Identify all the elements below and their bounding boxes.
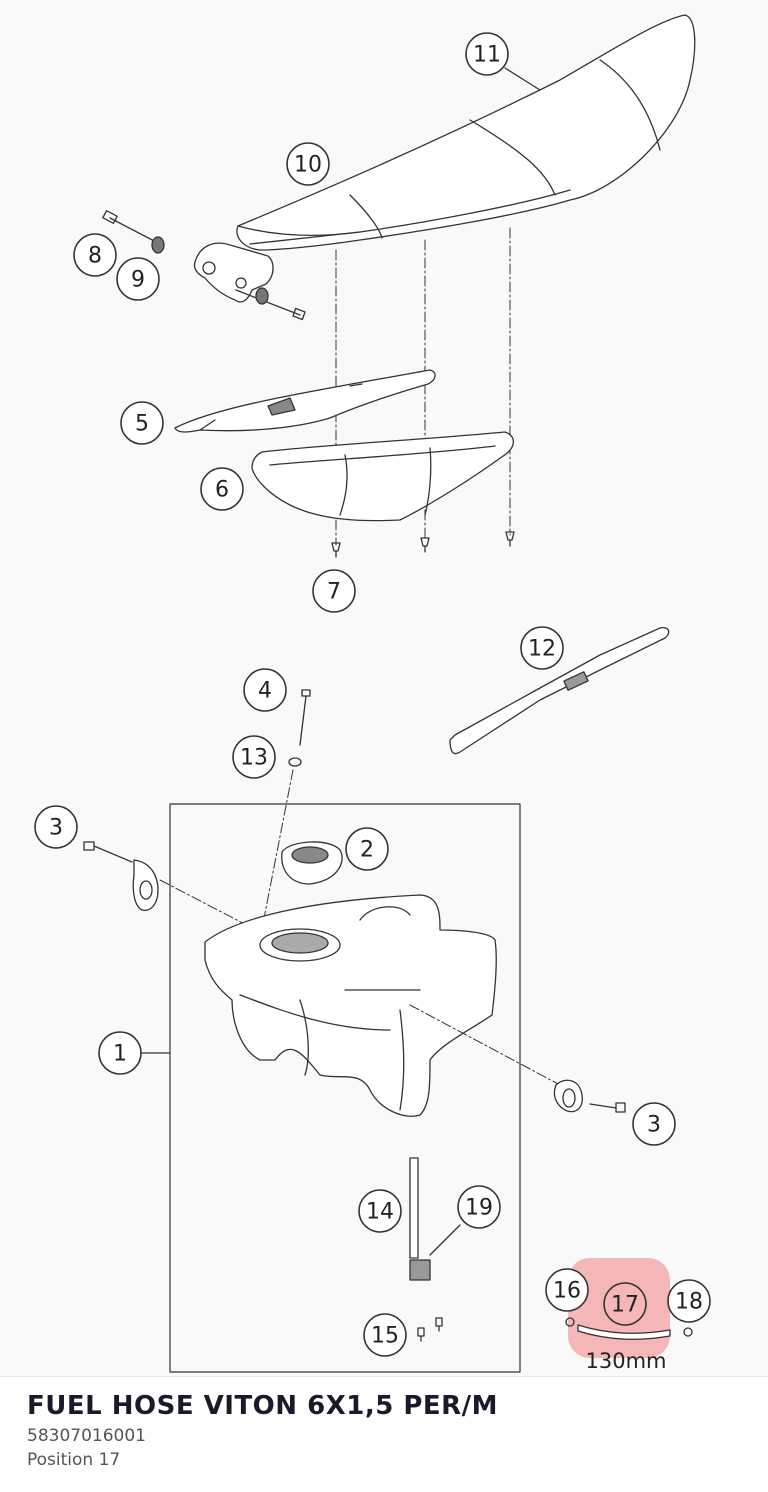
callout-5[interactable] (120, 401, 164, 445)
label-10: 10 (294, 153, 322, 178)
label-16: 16 (553, 1279, 581, 1304)
bracket-part-5[interactable] (174, 369, 436, 433)
label-3a: 3 (49, 816, 63, 841)
part-position: Position 17 (27, 1450, 121, 1470)
part-info-panel: FUEL HOSE VITON 6X1,5 PER/M 58307016001 … (0, 1376, 768, 1492)
label-2: 2 (360, 838, 374, 863)
mount-screw-part-3-right[interactable] (409, 1004, 626, 1113)
label-3b: 3 (647, 1113, 661, 1138)
callout-1[interactable] (98, 1031, 142, 1075)
label-7: 7 (327, 580, 341, 605)
callout-2[interactable] (345, 827, 389, 871)
callout-8[interactable] (73, 233, 117, 277)
seat-bracket-part[interactable] (102, 210, 306, 321)
callout-3a[interactable] (34, 805, 78, 849)
label-11: 11 (473, 43, 501, 68)
callout-13[interactable] (232, 735, 276, 779)
label-17: 17 (611, 1293, 639, 1318)
callout-7[interactable] (312, 569, 356, 613)
screws-part-7[interactable] (331, 531, 515, 558)
label-13: 13 (240, 746, 268, 771)
breather-hose-part-12[interactable] (449, 626, 670, 755)
label-19: 19 (465, 1196, 493, 1221)
callout-6[interactable] (200, 467, 244, 511)
mount-screw-part-3-left[interactable] (83, 841, 261, 933)
label-5: 5 (135, 412, 149, 437)
label-15: 15 (371, 1324, 399, 1349)
callout-17[interactable] (603, 1282, 647, 1326)
callout-9[interactable] (116, 257, 160, 301)
callout-10[interactable] (286, 142, 330, 186)
callout-labels: 1 2 3 3 4 5 6 7 8 9 10 11 12 13 14 15 16… (49, 43, 703, 1349)
exploded-parts-diagram: 1 2 3 3 4 5 6 7 8 9 10 11 12 13 14 15 16… (34, 14, 711, 1373)
cover-part-6[interactable] (251, 431, 515, 522)
label-9: 9 (131, 268, 145, 293)
callouts (34, 32, 711, 1357)
callout-16[interactable] (545, 1268, 589, 1312)
callout-15[interactable] (363, 1313, 407, 1357)
screws-part-15[interactable] (417, 1317, 443, 1342)
seat-part[interactable] (236, 14, 696, 251)
label-6: 6 (215, 478, 229, 503)
label-18: 18 (675, 1290, 703, 1315)
fuel-tap-part-14[interactable] (409, 1157, 461, 1281)
label-12: 12 (528, 637, 556, 662)
callout-4[interactable] (243, 668, 287, 712)
callout-12[interactable] (520, 626, 564, 670)
callout-3b[interactable] (632, 1102, 676, 1146)
label-14: 14 (366, 1200, 394, 1225)
tank-group-frame (169, 803, 521, 1373)
callout-11[interactable] (465, 32, 509, 76)
fuel-cap-part-2[interactable] (281, 841, 343, 885)
fuel-hose-part-17[interactable] (565, 1317, 693, 1340)
part-name: FUEL HOSE VITON 6X1,5 PER/M (27, 1391, 499, 1421)
part-number: 58307016001 (27, 1426, 146, 1446)
fuel-tank-part-1[interactable] (204, 894, 497, 1117)
label-1: 1 (113, 1042, 127, 1067)
label-4: 4 (258, 679, 272, 704)
label-8: 8 (88, 244, 102, 269)
hose-length-note: 130mm (586, 1349, 667, 1373)
callout-18[interactable] (667, 1279, 711, 1323)
callout-14[interactable] (358, 1189, 402, 1233)
callout-19[interactable] (457, 1185, 501, 1229)
